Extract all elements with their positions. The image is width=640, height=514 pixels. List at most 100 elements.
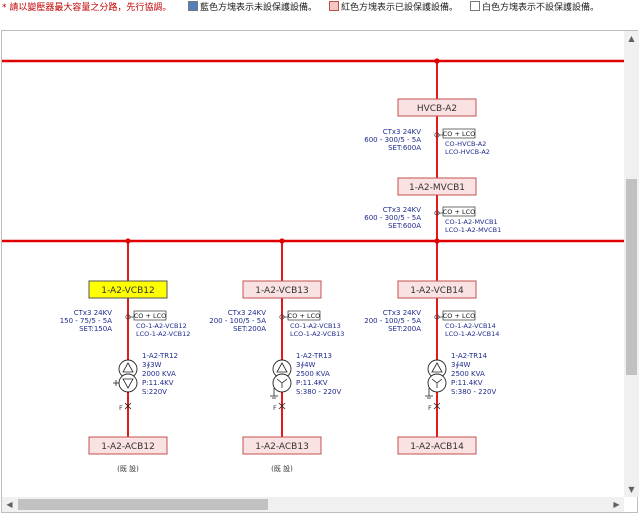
tr-capacity: 2000 KVA <box>142 370 176 378</box>
horizontal-scrollbar[interactable]: ◀ ▶ <box>2 497 624 512</box>
tr-phase: 3∮4W <box>296 361 316 369</box>
ct-ratio: 200 - 100/5 - 5A <box>209 317 266 325</box>
scroll-right-icon[interactable]: ▶ <box>613 500 620 509</box>
hvcb-box[interactable]: HVCB-A2 <box>397 98 477 117</box>
acb-box[interactable]: 1-A2-ACB12 <box>88 436 168 455</box>
tr-secondary: S:220V <box>142 388 167 396</box>
acb-box[interactable]: 1-A2-ACB14 <box>397 436 477 455</box>
relay-device: LCO-1-A2-VCB12 <box>136 330 190 338</box>
acb-label: 1-A2-ACB13 <box>255 442 309 452</box>
vcb-box[interactable]: 1-A2-VCB13 <box>242 280 322 299</box>
fuse-label: F <box>119 404 123 412</box>
relay-box[interactable] <box>442 128 476 139</box>
hvcb-label: HVCB-A2 <box>417 104 457 114</box>
ct-setting: SET:600A <box>388 222 421 230</box>
ct-rating: CTx3 24KV <box>74 309 112 317</box>
existing-note: (既 設) <box>117 464 139 473</box>
transformer-icon[interactable] <box>270 359 292 399</box>
relay-type: CO + LCO <box>443 312 476 320</box>
relay-box[interactable] <box>442 310 476 321</box>
vcb-label: 1-A2-VCB14 <box>410 286 464 296</box>
relay-type: CO + LCO <box>134 312 167 320</box>
ct-ratio: 150 - 75/5 - 5A <box>60 317 112 325</box>
ct-ratio: 600 - 300/5 - 5A <box>364 136 421 144</box>
fuse-label: F <box>428 404 432 412</box>
relay-box[interactable] <box>133 310 167 321</box>
vertical-scrollbar[interactable]: ▲ ▼ <box>624 31 639 497</box>
mvcb-label: 1-A2-MVCB1 <box>409 183 465 193</box>
ct-rating: CTx3 24KV <box>383 309 421 317</box>
tr-secondary: S:380 - 220V <box>296 388 341 396</box>
white-swatch-icon <box>470 1 480 11</box>
relay-device: LCO-HVCB-A2 <box>445 148 490 156</box>
ct-ratio: 600 - 300/5 - 5A <box>364 214 421 222</box>
tr-phase: 3∮3W <box>142 361 162 369</box>
bus-node <box>125 238 131 244</box>
tr-secondary: S:380 - 220V <box>451 388 496 396</box>
relay-device: LCO-1-A2-VCB14 <box>445 330 499 338</box>
tr-primary: P:11.4KV <box>296 379 328 387</box>
bus-node <box>434 58 440 64</box>
tr-id: 1-A2-TR14 <box>451 352 488 360</box>
relay-device: CO-1-A2-VCB12 <box>136 322 187 330</box>
breaker-x-icon <box>433 402 441 410</box>
relay-box[interactable] <box>287 310 321 321</box>
ct-setting: SET:200A <box>388 325 421 333</box>
fuse-label: F <box>273 404 277 412</box>
tr-id: 1-A2-TR13 <box>296 352 332 360</box>
relay-device: LCO-1-A2-MVCB1 <box>445 226 501 234</box>
tr-capacity: 2500 KVA <box>296 370 330 378</box>
ct-ratio: 200 - 100/5 - 5A <box>364 317 421 325</box>
tr-phase: 3∮4W <box>451 361 471 369</box>
relay-device: LCO-1-A2-VCB13 <box>290 330 344 338</box>
tr-id: 1-A2-TR12 <box>142 352 178 360</box>
relay-device: CO-1-A2-VCB14 <box>445 322 496 330</box>
ct-setting: SET:150A <box>79 325 112 333</box>
coordination-notice: * 請以變壓器最大容量之分路，先行協調。 <box>2 3 172 13</box>
tr-primary: P:11.4KV <box>451 379 483 387</box>
vcb-label: 1-A2-VCB12 <box>101 286 154 296</box>
vcb-box[interactable]: 1-A2-VCB14 <box>397 280 477 299</box>
ct-rating: CTx3 24KV <box>383 206 421 214</box>
relay-device: CO-1-A2-MVCB1 <box>445 218 498 226</box>
existing-note: (既 設) <box>271 464 293 473</box>
blue-swatch-icon <box>188 1 198 11</box>
ct-rating: CTx3 24KV <box>228 309 266 317</box>
mvcb-box[interactable]: 1-A2-MVCB1 <box>397 177 477 196</box>
tr-primary: P:11.4KV <box>142 379 174 387</box>
relay-type: CO + LCO <box>288 312 321 320</box>
tr-capacity: 2500 KVA <box>451 370 485 378</box>
acb-box[interactable]: 1-A2-ACB13 <box>242 436 322 455</box>
horizontal-scroll-thumb[interactable] <box>18 499 268 510</box>
scroll-up-icon[interactable]: ▲ <box>628 34 635 43</box>
vertical-scroll-thumb[interactable] <box>626 179 637 375</box>
acb-label: 1-A2-ACB14 <box>410 442 464 452</box>
relay-type: CO + LCO <box>443 208 476 216</box>
legend-white-label: 白色方塊表示不設保護設備。 <box>482 3 600 13</box>
legend-bar: * 請以變壓器最大容量之分路，先行協調。 藍色方塊表示未設保護設備。 紅色方塊表… <box>0 0 640 16</box>
relay-device: CO-1-A2-VCB13 <box>290 322 341 330</box>
legend-blue: 藍色方塊表示未設保護設備。 <box>188 0 317 16</box>
scroll-left-icon[interactable]: ◀ <box>6 500 13 509</box>
vcb-box[interactable]: 1-A2-VCB12 <box>88 280 168 299</box>
vcb-label: 1-A2-VCB13 <box>255 286 308 296</box>
transformer-icon[interactable] <box>425 359 447 399</box>
red-swatch-icon <box>329 1 339 11</box>
feeder-vcb13: 1-A2-VCB13 CTx3 24KV 200 - 100/5 - 5A SE… <box>209 238 344 473</box>
relay-box[interactable] <box>442 206 476 217</box>
bus-node <box>279 238 285 244</box>
breaker-x-icon <box>278 402 286 410</box>
relay-device: CO-HVCB-A2 <box>445 140 486 148</box>
scroll-down-icon[interactable]: ▼ <box>628 485 635 494</box>
ct-rating: CTx3 24KV <box>383 128 421 136</box>
acb-label: 1-A2-ACB12 <box>101 442 155 452</box>
relay-type: CO + LCO <box>443 130 476 138</box>
legend-blue-label: 藍色方塊表示未設保護設備。 <box>200 3 318 13</box>
feeder-vcb14: 1-A2-VCB14 CTx3 24KV 200 - 100/5 - 5A SE… <box>364 241 499 455</box>
legend-red-label: 紅色方塊表示已設保護設備。 <box>341 3 459 13</box>
ct-setting: SET:600A <box>388 144 421 152</box>
transformer-icon[interactable] <box>113 359 138 393</box>
ct-setting: SET:200A <box>233 325 266 333</box>
feeder-vcb12: 1-A2-VCB12 CTx3 24KV 150 - 75/5 - 5A SET… <box>60 238 190 473</box>
